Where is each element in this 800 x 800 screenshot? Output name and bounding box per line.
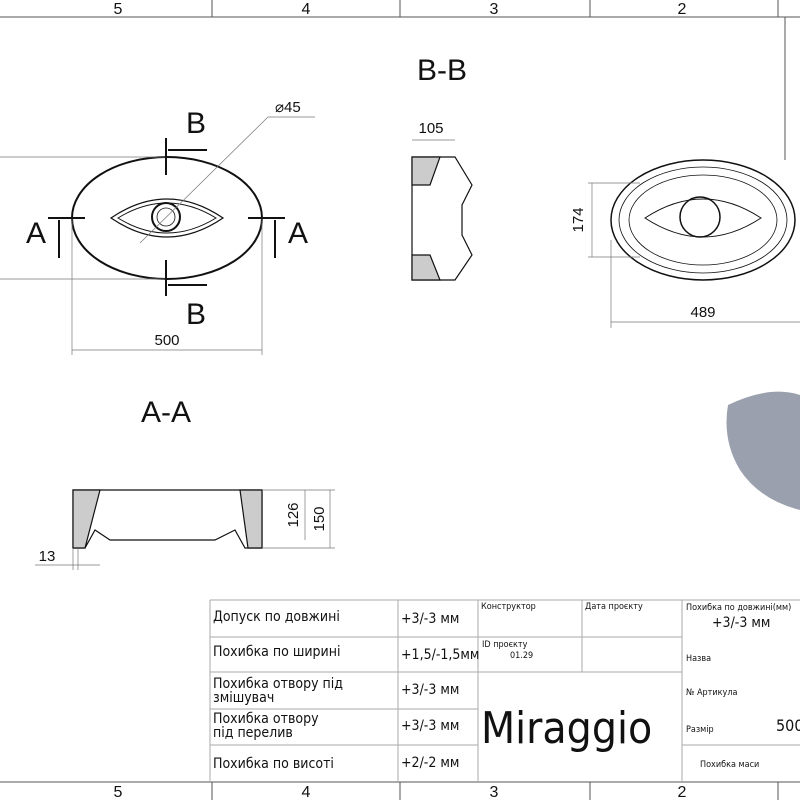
tolerance-label: Похибка отвору [213,711,319,727]
section-aa-view [35,489,335,570]
zone-label: 2 [678,1,687,18]
dimension-hole: ⌀45 [275,99,301,116]
zone-label: 5 [114,1,123,18]
tolerance-label: змішувач [213,690,274,706]
tolerance-value: +1,5/-1,5мм [401,647,479,663]
zone-label: 4 [302,1,311,18]
mass-tol-label: Похибка маси [700,759,759,770]
bottom-view [588,159,800,328]
name-label: Назва [686,654,711,664]
dimension-inner-height: 126 [285,502,302,527]
tolerance-label: Допуск по довжині [213,609,340,625]
section-marker-b: B [186,107,206,140]
dimension-wall: 13 [39,548,56,565]
section-marker-a: A [26,217,46,250]
project-id-label: ID проєкту [482,640,528,650]
article-label: № Артикула [686,688,738,698]
tolerance-label: Похибка по ширині [213,644,340,660]
size-value: 500 [776,716,800,735]
section-marker-a: A [288,217,308,250]
tolerance-label: під перелив [213,725,293,741]
length-tol-value: +3/-3 мм [712,615,770,631]
miraggio-logo: Miraggio [481,703,652,754]
dimension-width: 500 [154,332,179,349]
project-id: 01.29 [510,651,533,661]
section-aa-title: A-A [141,396,191,429]
date-label: Дата проєкту [585,602,643,612]
zone-label: 3 [490,1,499,18]
tolerance-value: +3/-3 мм [401,682,459,698]
section-bb-view [411,139,473,281]
tolerance-label: Похибка отвору під [213,676,343,692]
dimension-bottom-height: 174 [570,207,587,232]
dimension-bottom-width: 489 [690,304,715,321]
product-render [726,391,800,510]
designer-label: Конструктор [481,602,536,612]
plan-view [0,116,315,355]
zone-label: 3 [490,784,499,800]
tolerance-value: +3/-3 мм [401,718,459,734]
length-tol-label: Похибка по довжині(мм) [686,602,791,613]
dimension-total-height: 150 [311,506,328,531]
zone-label: 2 [678,784,687,800]
title-block-grid [209,599,800,782]
zone-label: 4 [302,784,311,800]
tolerance-value: +2/-2 мм [401,755,459,771]
section-bb-title: B-B [417,54,467,87]
tolerance-label: Похибка по висоті [213,756,334,772]
size-label: Размір [686,725,714,735]
dimension-bb: 105 [418,120,443,137]
section-marker-b: B [186,298,206,331]
zone-label: 5 [114,784,123,800]
tolerance-value: +3/-3 мм [401,611,459,627]
